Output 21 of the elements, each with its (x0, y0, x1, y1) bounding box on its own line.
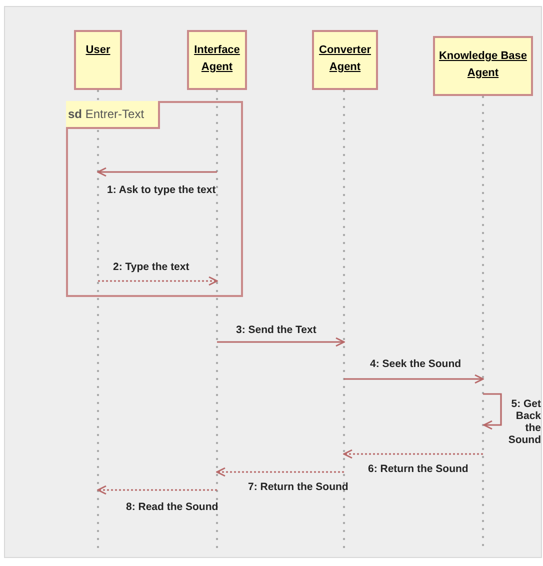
message-arrow (98, 276, 218, 286)
message-arrow (216, 467, 344, 477)
participant-name: User (86, 43, 110, 58)
message-label: 8: Read the Sound (126, 501, 218, 513)
message-arrow (97, 167, 217, 177)
message-label: 6: Return the Sound (368, 463, 468, 475)
message-label: 5: Get Back the Sound (507, 398, 541, 446)
message-arrow (217, 337, 345, 347)
participant-name: Converter Agent (318, 43, 372, 75)
message-label: 2: Type the text (113, 261, 190, 273)
participant-name: Interface Agent (193, 43, 241, 75)
frame-tab: sd Entrer-Text (66, 101, 160, 129)
participant-name: Knowledge Base Agent (438, 49, 528, 81)
message-arrow (343, 449, 483, 459)
message-label: 1: Ask to type the text (107, 184, 216, 196)
message-arrow (97, 485, 217, 495)
message-arrow (483, 393, 502, 430)
message-arrow (344, 374, 484, 384)
message-label: 3: Send the Text (236, 324, 316, 336)
message-label: 7: Return the Sound (248, 481, 348, 493)
message-label: 4: Seek the Sound (370, 358, 462, 370)
